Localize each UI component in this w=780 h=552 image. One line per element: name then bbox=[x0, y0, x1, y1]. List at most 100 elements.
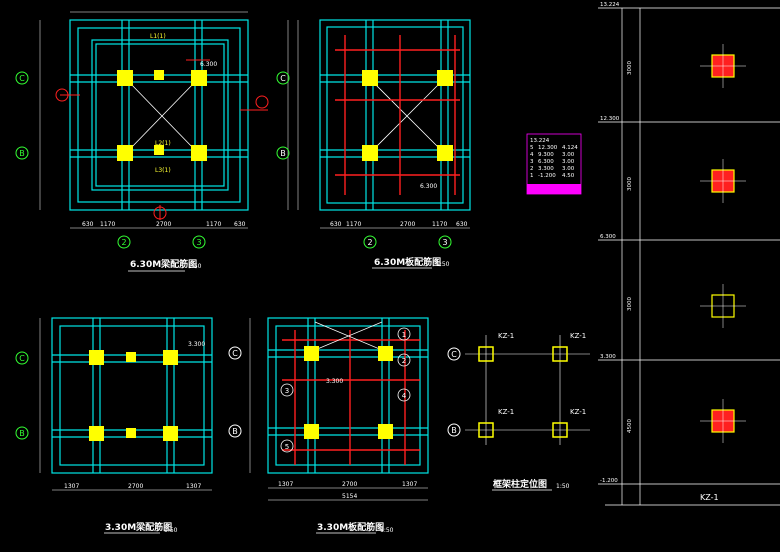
elevation-table: 13.224 5 12.300 4.124 4 9.300 3.00 3 6.3… bbox=[526, 133, 582, 195]
roof-beam-label-l3: L3(1) bbox=[155, 167, 171, 174]
roof-slab-columns bbox=[362, 70, 453, 161]
column-layout-grid bbox=[465, 335, 590, 445]
elev-row4-no: 2 bbox=[530, 166, 534, 172]
column-layout-plan: KZ-1 KZ-1 KZ-1 KZ-1 C B 框架柱定位图 1:50 bbox=[447, 332, 590, 491]
floor-slab-columns bbox=[304, 346, 393, 439]
column-tag-4: KZ-1 bbox=[570, 408, 586, 416]
roof-beam-axis-bubbles bbox=[15, 71, 206, 249]
elev-row4-height: 3.00 bbox=[562, 166, 575, 172]
elev-row3-height: 3.00 bbox=[562, 159, 575, 165]
roof-slab-title: 6.30M板配筋图 bbox=[374, 256, 441, 268]
roof-slab-axis-c: C bbox=[280, 74, 286, 83]
roof-beam-dim-2: 1170 bbox=[100, 221, 115, 228]
floor-slab-diagonals bbox=[314, 321, 383, 351]
roof-slab-dim-1: 630 bbox=[330, 221, 342, 228]
roof-slab-scale: 1:50 bbox=[436, 261, 450, 268]
roof-beam-plan: C B 2 3 630 1170 2700 1170 630 6.300 L1(… bbox=[15, 11, 269, 272]
floor-beam-axis-c: C bbox=[19, 354, 25, 363]
floor-slab-dim-3: 1307 bbox=[402, 481, 417, 488]
roof-beam-axis-2: 2 bbox=[121, 238, 126, 247]
section-dim-4: 4500 bbox=[627, 419, 633, 433]
section-level-2: 12.300 bbox=[600, 116, 620, 122]
floor-slab-mark-4: 4 bbox=[402, 392, 407, 400]
elev-row0-level: 13.224 bbox=[530, 138, 550, 144]
floor-slab-mark-1: 1 bbox=[402, 331, 406, 339]
roof-beam-axis-bubbles-red bbox=[55, 88, 269, 220]
section-level-5: -1.200 bbox=[600, 478, 618, 484]
roof-beam-columns bbox=[117, 70, 207, 161]
section-dim-1: 3000 bbox=[627, 61, 633, 75]
floor-beam-dim-2: 2700 bbox=[128, 483, 143, 490]
floor-slab-total-dim: 5154 bbox=[342, 493, 357, 500]
elev-row3-no: 3 bbox=[530, 159, 534, 165]
roof-beam-dim-4: 1170 bbox=[206, 221, 221, 228]
column-section-leaders bbox=[700, 44, 746, 443]
elev-row1-height: 4.124 bbox=[562, 145, 578, 151]
floor-slab-scale: 1:50 bbox=[380, 527, 394, 534]
floor-slab-axis-bubbles bbox=[228, 346, 242, 438]
roof-beam-scale: 1:50 bbox=[188, 263, 202, 270]
elev-row1-no: 5 bbox=[530, 145, 534, 151]
elev-row3-level: 6.300 bbox=[538, 159, 554, 165]
section-dim-2: 3000 bbox=[627, 177, 633, 191]
roof-slab-axis-2: 2 bbox=[367, 238, 372, 247]
roof-slab-plan: C B 2 3 630 1170 2700 1170 630 6.300 6.3… bbox=[276, 19, 471, 269]
roof-beam-axis-3: 3 bbox=[196, 238, 201, 247]
roof-slab-diagonals bbox=[372, 81, 442, 151]
section-dim-3: 3000 bbox=[627, 297, 633, 311]
floor-slab-elevation: 3.300 bbox=[326, 378, 343, 385]
floor-slab-circle-marks bbox=[280, 327, 411, 453]
floor-beam-dim-1: 1307 bbox=[64, 483, 79, 490]
column-layout-columns bbox=[478, 346, 568, 438]
floor-beam-axis-b: B bbox=[19, 429, 25, 438]
roof-beam-axis-b: B bbox=[19, 149, 25, 158]
roof-slab-dim-3: 2700 bbox=[400, 221, 415, 228]
roof-slab-dim-5: 630 bbox=[456, 221, 468, 228]
elev-row5-level: -1.200 bbox=[538, 173, 556, 179]
roof-beam-title: 6.30M梁配筋图 bbox=[130, 258, 197, 270]
floor-slab-frame bbox=[267, 317, 429, 474]
column-layout-axis-b: B bbox=[451, 426, 457, 435]
elevation-table-footer bbox=[527, 184, 581, 194]
floor-slab-axis-b: B bbox=[232, 427, 238, 436]
floor-slab-title: 3.30M板配筋图 bbox=[317, 521, 384, 533]
section-level-4: 3.300 bbox=[600, 354, 616, 360]
roof-beam-dim-5: 630 bbox=[234, 221, 246, 228]
floor-slab-dim-lines bbox=[249, 318, 428, 501]
roof-beam-frame bbox=[69, 19, 249, 211]
column-section-lines bbox=[598, 7, 780, 506]
floor-slab-dim-1: 1307 bbox=[278, 481, 293, 488]
section-level-3: 6.300 bbox=[600, 234, 616, 240]
elev-row2-no: 4 bbox=[530, 152, 534, 158]
elev-row1-level: 12.300 bbox=[538, 145, 558, 151]
section-level-1: 13.224 bbox=[600, 2, 620, 8]
elev-row4-level: 3.300 bbox=[538, 166, 554, 172]
floor-beam-columns bbox=[89, 350, 178, 441]
elev-row5-height: 4.50 bbox=[562, 173, 575, 179]
roof-beam-label-l1: L1(1) bbox=[150, 33, 166, 40]
elev-row5-no: 1 bbox=[530, 173, 534, 179]
roof-slab-dim-4: 1170 bbox=[432, 221, 447, 228]
elev-row2-height: 3.00 bbox=[562, 152, 575, 158]
floor-slab-mark-2: 2 bbox=[402, 357, 406, 365]
roof-beam-label-l2: L2(1) bbox=[155, 140, 171, 147]
floor-beam-title: 3.30M梁配筋图 bbox=[105, 521, 172, 533]
column-layout-axis-c: C bbox=[451, 350, 457, 359]
elev-row2-level: 9.300 bbox=[538, 152, 554, 158]
roof-slab-axis-3: 3 bbox=[442, 238, 447, 247]
roof-slab-rebar bbox=[335, 35, 460, 195]
roof-beam-elevation: 6.300 bbox=[200, 61, 217, 68]
roof-slab-dim-lines bbox=[287, 20, 470, 229]
floor-beam-scale: 1:50 bbox=[164, 527, 178, 534]
roof-slab-axis-bubbles bbox=[276, 71, 452, 249]
column-tag-2: KZ-1 bbox=[570, 332, 586, 340]
floor-slab-rebar bbox=[282, 330, 420, 465]
floor-beam-dim-lines bbox=[39, 318, 212, 491]
column-layout-scale: 1:50 bbox=[556, 483, 570, 490]
floor-slab-mark-3: 3 bbox=[285, 387, 289, 395]
floor-slab-plan: 1 2 3 4 5 C B 1307 2700 1307 5154 3.300 … bbox=[228, 317, 429, 534]
roof-slab-elevation: 6.300 bbox=[420, 183, 437, 190]
roof-slab-dim-2: 1170 bbox=[346, 221, 361, 228]
